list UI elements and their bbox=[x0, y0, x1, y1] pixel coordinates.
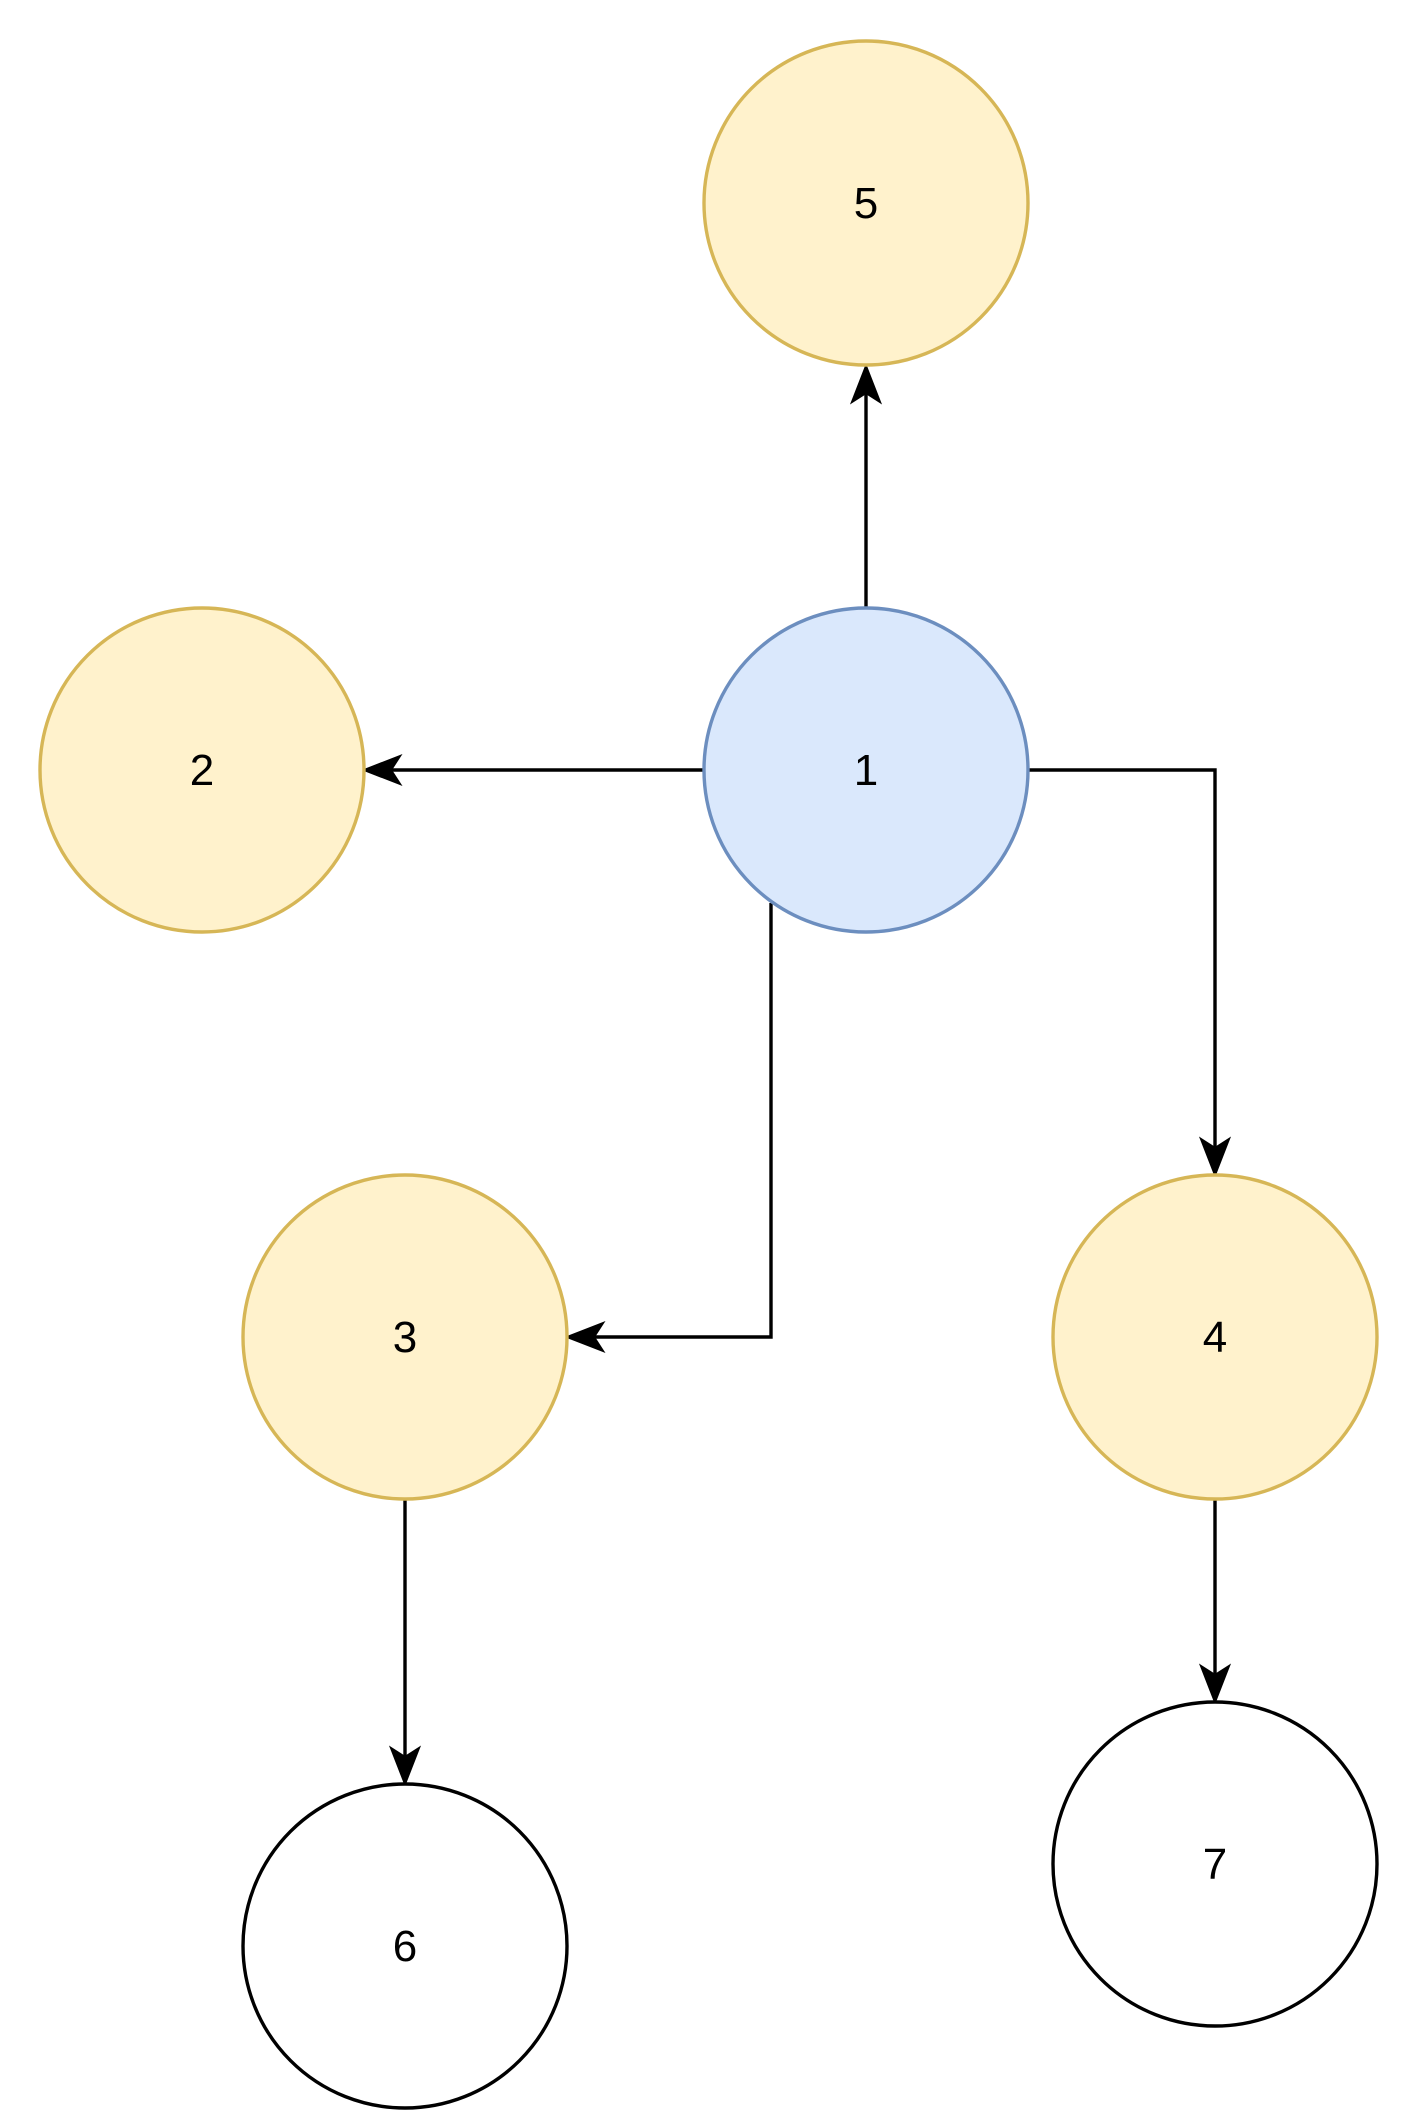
node-label: 1 bbox=[854, 746, 878, 795]
node-label: 3 bbox=[393, 1313, 417, 1362]
edges-layer bbox=[361, 363, 1232, 1787]
nodes-layer: 1 2 3 4 5 6 7 bbox=[38, 39, 1379, 2110]
node-circle bbox=[702, 39, 1030, 367]
arrowhead-icon bbox=[361, 753, 403, 787]
node-label: 4 bbox=[1203, 1313, 1227, 1362]
node-label: 5 bbox=[854, 179, 878, 228]
node-circle bbox=[38, 606, 366, 934]
edge-1-to-2 bbox=[361, 753, 704, 787]
node-4: 4 bbox=[1051, 1173, 1379, 1501]
node-circle bbox=[1051, 1173, 1379, 1501]
arrowhead-icon bbox=[849, 363, 883, 405]
node-circle bbox=[1051, 1700, 1379, 2028]
node-circle bbox=[702, 606, 1030, 934]
node-7: 7 bbox=[1051, 1700, 1379, 2028]
node-6: 6 bbox=[241, 1782, 569, 2110]
edge-line bbox=[1028, 768, 1217, 1148]
arrowhead-icon bbox=[1198, 1663, 1232, 1705]
edge-1-to-3 bbox=[564, 903, 773, 1354]
node-1: 1 bbox=[702, 606, 1030, 934]
node-5: 5 bbox=[702, 39, 1030, 367]
edge-4-to-7 bbox=[1198, 1499, 1232, 1705]
edge-1-to-4 bbox=[1028, 768, 1232, 1178]
node-label: 7 bbox=[1203, 1840, 1227, 1889]
edge-line bbox=[594, 903, 773, 1339]
node-3: 3 bbox=[241, 1173, 569, 1501]
arrowhead-icon bbox=[564, 1320, 606, 1354]
arrowhead-icon bbox=[388, 1745, 422, 1787]
node-circle bbox=[241, 1173, 569, 1501]
node-label: 2 bbox=[190, 746, 214, 795]
node-label: 6 bbox=[393, 1922, 417, 1971]
arrowhead-icon bbox=[1198, 1136, 1232, 1178]
node-circle bbox=[241, 1782, 569, 2110]
edge-1-to-5 bbox=[849, 363, 883, 608]
node-2: 2 bbox=[38, 606, 366, 934]
edge-3-to-6 bbox=[388, 1499, 422, 1787]
